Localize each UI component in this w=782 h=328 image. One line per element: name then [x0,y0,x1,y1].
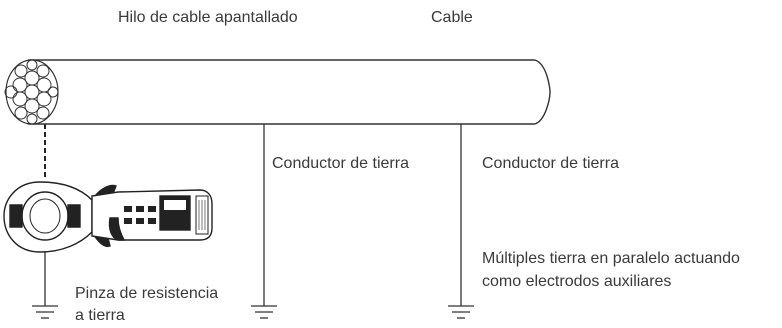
ground-symbol-clamp [32,305,58,319]
cable-body [28,59,551,125]
multiple-grounds-label-line2: como electrodos auxiliares [482,273,672,290]
clamp-label-line2: a tierra [75,307,125,324]
ground-conductor-2-label: Conductor de tierra [482,155,619,172]
cable-label: Cable [431,9,473,26]
ground-conductor-1-label: Conductor de tierra [272,155,409,172]
ground-symbol-1 [251,305,277,319]
shielded-wire-label: Hilo de cable apantallado [118,9,298,26]
cable-strands-end [4,59,59,125]
ground-symbol-2 [448,305,474,319]
clamp-meter-device [3,181,213,253]
clamp-label-line1: Pinza de resistencia [75,285,219,302]
multiple-grounds-label-line1: Múltiples tierra en paralelo actuando [482,250,740,267]
